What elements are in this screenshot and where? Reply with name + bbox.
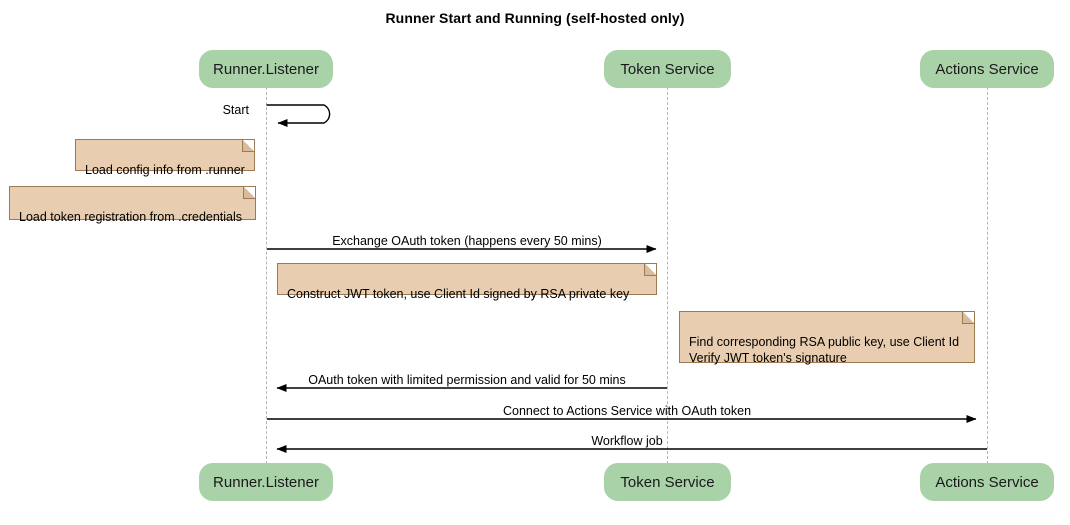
participant-label: Runner.Listener [213, 473, 319, 491]
note-construct-jwt: Construct JWT token, use Client Id signe… [277, 263, 657, 301]
note-load-token-registration: Load token registration from .credential… [9, 186, 256, 224]
note-fold-icon [962, 312, 974, 324]
participant-label: Runner.Listener [213, 60, 319, 78]
message-label-connect-actions: Connect to Actions Service with OAuth to… [502, 404, 752, 418]
note-text: Construct JWT token, use Client Id signe… [287, 287, 630, 301]
participant-actions-bottom[interactable]: Actions Service [920, 463, 1054, 501]
lifeline-token [667, 87, 668, 464]
note-fold-icon [644, 264, 656, 276]
note-load-config: Load config info from .runner [75, 139, 255, 177]
participant-label: Token Service [620, 473, 715, 491]
note-text: Load token registration from .credential… [19, 210, 243, 224]
participant-actions-top[interactable]: Actions Service [920, 50, 1054, 88]
message-label-exchange-oauth: Exchange OAuth token (happens every 50 m… [332, 234, 602, 248]
participant-runner-bottom[interactable]: Runner.Listener [199, 463, 333, 501]
note-text: Load config info from .runner [85, 163, 245, 177]
lifeline-actions [987, 87, 988, 464]
note-verify-jwt: Find corresponding RSA public key, use C… [679, 311, 975, 365]
message-label-workflow-job: Workflow job [591, 434, 663, 448]
lifeline-runner [266, 87, 267, 464]
message-label-oauth-return: OAuth token with limited permission and … [308, 373, 626, 387]
message-label-start: Start [222, 103, 249, 117]
page-title: Runner Start and Running (self-hosted on… [385, 10, 685, 26]
participant-label: Actions Service [935, 60, 1039, 78]
participant-label: Token Service [620, 60, 715, 78]
participant-token-top[interactable]: Token Service [604, 50, 731, 88]
note-fold-icon [242, 140, 254, 152]
participant-token-bottom[interactable]: Token Service [604, 463, 731, 501]
participant-runner-top[interactable]: Runner.Listener [199, 50, 333, 88]
note-fold-icon [243, 187, 255, 199]
participant-label: Actions Service [935, 473, 1039, 491]
message-arrow-start [266, 104, 331, 127]
note-text: Find corresponding RSA public key, use C… [689, 335, 960, 365]
